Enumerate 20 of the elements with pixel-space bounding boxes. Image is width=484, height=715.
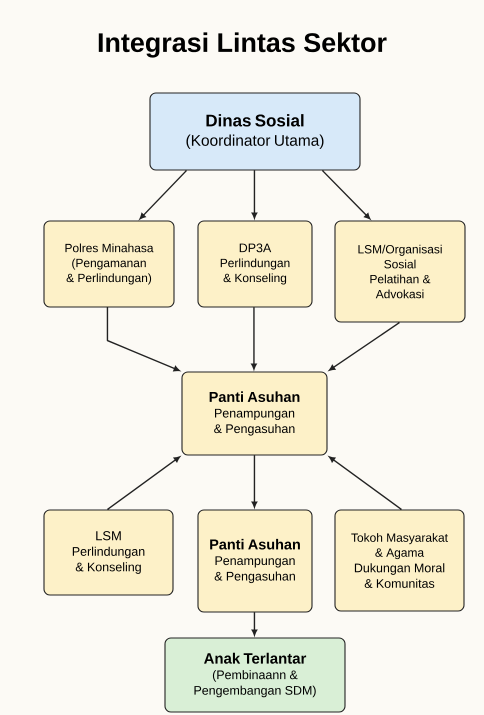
arrow — [106, 308, 180, 372]
arrow — [252, 170, 258, 219]
process-box: Panti Asuhan Penampungan & Pengasuhan — [197, 509, 313, 613]
process-box: Tokoh Masyarakat & Agama Dukungan Moral & Komunitas — [334, 509, 465, 612]
arrow — [328, 456, 402, 510]
arrow — [252, 456, 258, 508]
process-box: Anak Terlantar (Pembinaann & Pengembangan SDM) — [164, 637, 346, 713]
arrow — [251, 308, 257, 370]
process-box: LSM Perlindungan & Konseling — [43, 509, 174, 596]
arrow — [322, 170, 370, 220]
title: Integrasi Lintas Sektor — [98, 32, 387, 58]
process-box: Polres Minahasa (Pengamanan & Perlindungan) — [43, 220, 175, 308]
process-box: DP3A Perlindungan & Konseling — [197, 220, 313, 308]
process-box: Panti Asuhan Penampungan & Pengasuhan — [181, 371, 328, 456]
arrow — [252, 612, 258, 636]
arrow — [107, 456, 180, 510]
arrow — [328, 322, 400, 371]
process-box: LSM/Organisasi Sosial Pelatihan & Advokasi — [334, 220, 466, 323]
arrow — [139, 170, 187, 220]
process-box: Dinas Sosial (Koordinator Utama) — [149, 92, 361, 171]
